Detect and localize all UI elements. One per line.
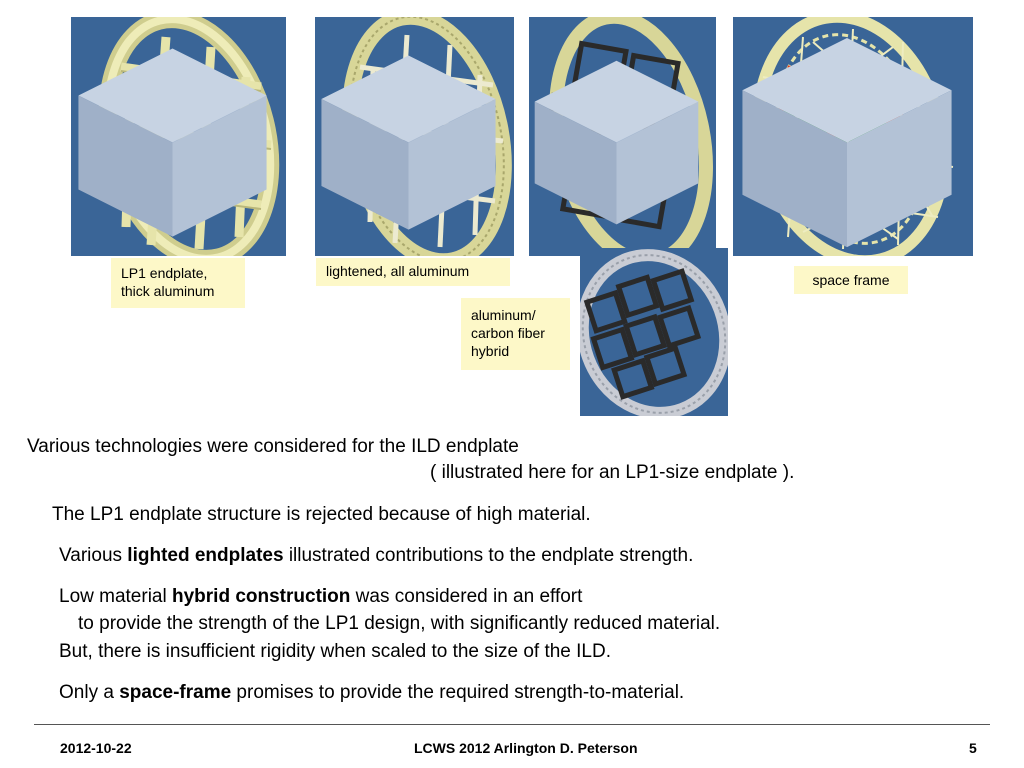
caption-hybrid-line1: aluminum/ (471, 307, 536, 323)
image-lp1-endplate (71, 17, 286, 256)
caption-lp1: LP1 endplate, thick aluminum (111, 258, 245, 308)
image-carbon-frames (529, 17, 716, 256)
body-line-8: Only a space-frame promises to provide t… (59, 681, 684, 705)
body-line-4-post: illustrated contributions to the endplat… (283, 545, 694, 566)
cube-icon (534, 60, 699, 225)
footer-center: LCWS 2012 Arlington D. Peterson (414, 740, 638, 756)
caption-hybrid: aluminum/ carbon fiber hybrid (461, 298, 570, 370)
body-line-8-pre: Only a (59, 682, 120, 703)
caption-hybrid-line2: carbon fiber (471, 325, 545, 341)
caption-lp1-line2: thick aluminum (121, 283, 215, 299)
body-line-4-pre: Various (59, 545, 128, 566)
body-line-1: Various technologies were considered for… (27, 436, 519, 457)
body-line-8-post: promises to provide the required strengt… (231, 682, 685, 703)
cube-icon (742, 37, 952, 248)
body-line-5-bold: hybrid construction (172, 586, 351, 607)
body-line-4: Various lighted endplates illustrated co… (59, 544, 693, 568)
footer-divider (34, 724, 990, 725)
body-line-2: ( illustrated here for an LP1-size endpl… (430, 462, 795, 483)
body-line-5-pre: Low material (59, 586, 172, 607)
body-line-5: Low material hybrid construction was con… (59, 585, 582, 609)
body-line-3: The LP1 endplate structure is rejected b… (52, 504, 591, 525)
caption-hybrid-line3: hybrid (471, 343, 510, 359)
caption-lightened-text: lightened, all aluminum (326, 263, 470, 279)
footer-page-number: 5 (969, 740, 977, 756)
body-line-4-bold: lighted endplates (127, 545, 284, 566)
caption-space-frame: space frame (794, 266, 908, 294)
caption-lightened: lightened, all aluminum (316, 258, 510, 286)
footer-date: 2012-10-22 (60, 740, 132, 756)
body-line-5-post: was considered in an effort (350, 586, 583, 607)
cube-icon (321, 55, 496, 230)
body-line-8-bold: space-frame (119, 682, 232, 703)
image-lightened-endplate (315, 17, 514, 256)
caption-space-frame-text: space frame (812, 272, 890, 288)
cube-icon (78, 48, 267, 237)
image-hybrid-endplate (580, 248, 728, 416)
image-space-frame (733, 17, 973, 256)
body-line-7: But, there is insufficient rigidity when… (59, 641, 611, 662)
body-line-6: to provide the strength of the LP1 desig… (78, 613, 721, 634)
hybrid-endplate-drawing (580, 249, 728, 416)
caption-lp1-line1: LP1 endplate, (121, 265, 208, 281)
